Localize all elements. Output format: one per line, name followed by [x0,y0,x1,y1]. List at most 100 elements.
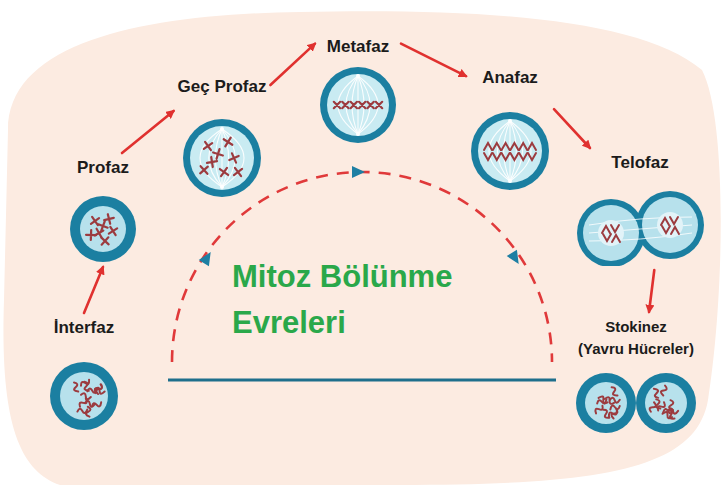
chromosome [376,102,382,108]
cell-membrane [636,373,696,433]
spindle-fiber [357,76,358,134]
phase-node: Anafaz [466,63,554,195]
cell-illustration [49,361,119,431]
chromosome [229,153,238,162]
cell-drawing [575,372,697,434]
chromatin [91,401,102,409]
cytoplasm [327,74,389,136]
cell-membrane [183,119,261,197]
spindle-fiber [338,76,358,134]
chromatin [78,398,88,409]
chromosome [342,102,348,108]
phase-node: Geç Profaz [174,72,271,202]
chromatin [668,408,679,414]
chromatid [484,143,492,150]
centrosome [220,127,224,131]
nucleus [657,212,683,238]
chromosome [213,149,223,159]
background-blob [3,11,720,485]
nucleus [645,382,687,424]
spindle-fiber [497,121,510,181]
phase-node: Stokinez(Yavru Hücreler) [571,312,701,438]
chromatin [652,388,660,399]
chromosome [351,102,357,108]
phase-label: Telofaz [573,152,708,174]
chromatid [493,143,501,150]
cell-illustration [69,195,137,263]
chromatid [603,234,611,241]
chromatid [602,226,610,233]
cell-membrane [636,191,704,259]
cell-drawing [470,111,550,191]
centrosome [508,179,512,183]
chromosome [334,102,340,108]
cell-illustration [182,118,262,198]
chromosome [109,227,117,235]
diagram-title: Mitoz Bölünme Evreleri [232,254,477,346]
arc-arrowhead [199,249,216,266]
spindle-fiber [510,121,516,181]
chromatid [528,143,536,150]
spindle-fiber [358,76,378,134]
spindle-fiber [222,129,229,187]
phase-node: Profaz [65,153,141,267]
spindle-fiber [509,121,510,181]
cell-drawing [182,118,262,198]
spindle-fiber [200,129,222,187]
cell-membrane [576,373,636,433]
cell-illustration [573,191,708,266]
cell-illustration [575,372,697,434]
nucleus [598,220,624,246]
centrosome [356,74,360,78]
phase-label: (Yavru Hücreler) [575,338,697,360]
chromatin [662,411,673,420]
chromosome [86,230,96,240]
chromosome [104,214,114,224]
chromatin [604,396,615,405]
cycle-arc [172,172,552,362]
cell-drawing [573,191,708,266]
chromosome [98,221,107,230]
phase-label: Stokinez [575,316,697,338]
chromatid [671,227,679,234]
chromatid [612,235,620,242]
stage-arrow [649,270,654,312]
chromosome [220,168,228,176]
cell-membrane [70,196,136,262]
chromosome [359,102,365,108]
nucleus [80,206,126,252]
chromosome [234,168,242,176]
base-line [168,379,556,382]
cell-membrane [577,199,645,266]
centrosome [356,132,360,136]
cell-membrane [320,67,396,143]
phase-node: Telofaz [569,148,712,270]
chromatin [86,407,91,417]
cytoplasm [190,126,254,190]
spindle-fiber [346,76,358,134]
chromatin [656,401,666,412]
stage-arrow [270,44,315,85]
phase-node: İnterfaz [45,313,123,435]
chromatin [610,386,619,397]
chromatid [670,217,678,224]
spindle-fiber [489,121,510,181]
chromatin [72,382,80,393]
chromatin [93,383,103,394]
chromatid [502,153,510,160]
arc-arrowhead [352,166,365,178]
stage-arrow [122,111,174,153]
cell-drawing [49,361,119,431]
chromatid [662,226,670,233]
chromosome [204,142,212,150]
chromatid [484,153,492,160]
stage-arrow [84,267,103,313]
chromosome [101,237,108,244]
chromatid [502,143,510,150]
phase-label: Profaz [69,157,137,179]
chromosome [224,138,233,147]
chromatid [510,143,518,150]
arc-arrowhead [507,250,524,267]
stage-arrow [401,44,466,77]
